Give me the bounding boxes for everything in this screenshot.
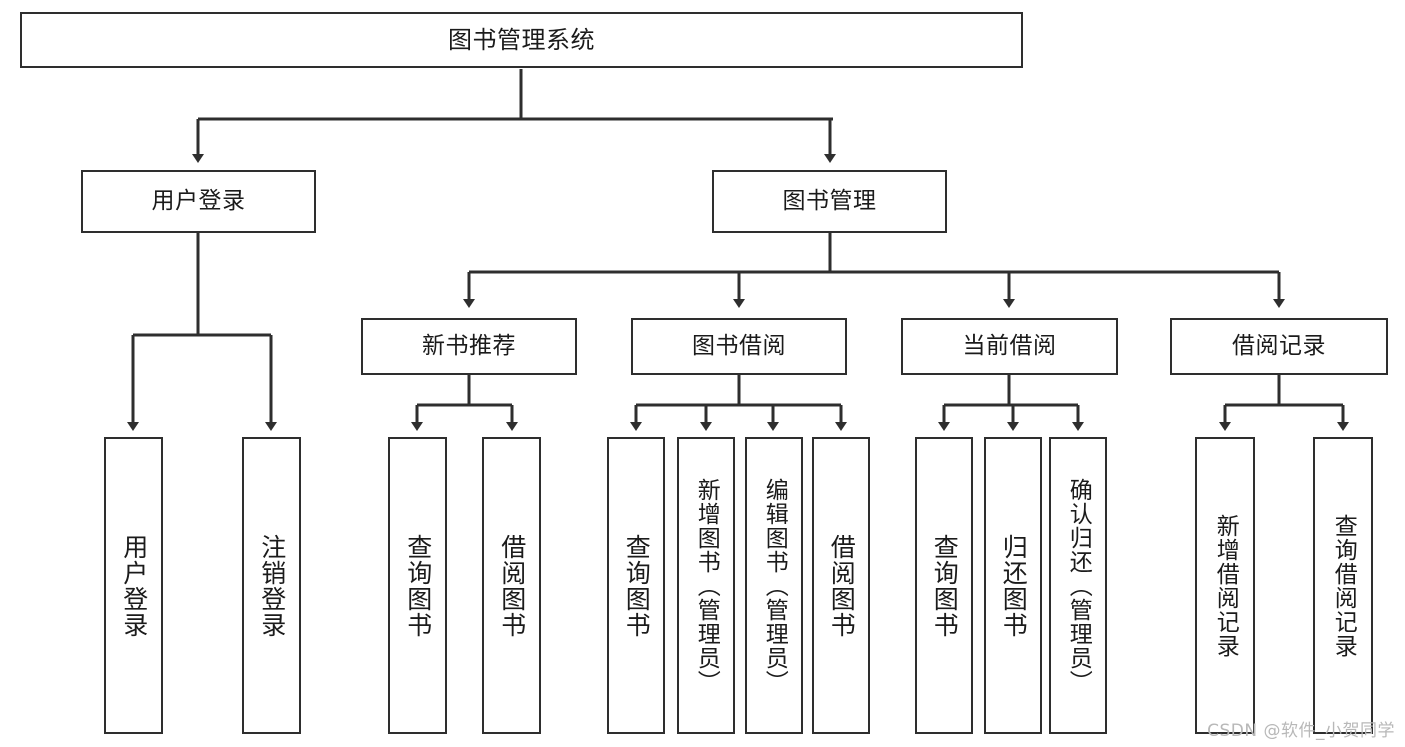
node-leaf-borrow-books-new[interactable]: 借阅图书 bbox=[482, 437, 541, 734]
csdn-watermark: CSDN @软件_小贺同学 bbox=[1207, 721, 1395, 741]
node-leaf-add-borrow-record[interactable]: 新增借阅记录 bbox=[1195, 437, 1255, 734]
node-label: 借阅图书 bbox=[497, 533, 527, 638]
node-label: 用户登录 bbox=[151, 187, 246, 214]
node-label: 查询图书 bbox=[930, 533, 960, 638]
node-new-book-recommendation[interactable]: 新书推荐 bbox=[361, 318, 577, 375]
node-leaf-query-books-current[interactable]: 查询图书 bbox=[915, 437, 973, 734]
node-label: 查询图书 bbox=[403, 533, 433, 638]
node-label: 图书借阅 bbox=[692, 332, 786, 359]
node-book-borrowing[interactable]: 图书借阅 bbox=[631, 318, 847, 375]
node-leaf-user-login[interactable]: 用户登录 bbox=[104, 437, 163, 734]
node-leaf-logout[interactable]: 注销登录 bbox=[242, 437, 301, 734]
node-leaf-edit-book-admin[interactable]: 编辑图书（管理员） bbox=[745, 437, 803, 734]
node-book-management[interactable]: 图书管理 bbox=[712, 170, 947, 233]
node-user-login[interactable]: 用户登录 bbox=[81, 170, 316, 233]
node-label: 借阅记录 bbox=[1232, 332, 1326, 359]
node-leaf-query-borrow-record[interactable]: 查询借阅记录 bbox=[1313, 437, 1373, 734]
node-leaf-add-book-admin[interactable]: 新增图书（管理员） bbox=[677, 437, 735, 734]
node-label: 当前借阅 bbox=[962, 332, 1057, 359]
node-borrow-records[interactable]: 借阅记录 bbox=[1170, 318, 1388, 375]
node-label: 新增图书（管理员） bbox=[693, 477, 720, 694]
node-leaf-borrow-books[interactable]: 借阅图书 bbox=[812, 437, 870, 734]
node-label: 图书管理系统 bbox=[448, 25, 595, 54]
node-label: 借阅图书 bbox=[827, 533, 857, 638]
node-label: 图书管理 bbox=[782, 187, 877, 214]
node-label: 用户登录 bbox=[119, 533, 149, 638]
node-label: 查询图书 bbox=[622, 533, 652, 638]
node-root-book-management-system[interactable]: 图书管理系统 bbox=[20, 12, 1023, 68]
node-label: 归还图书 bbox=[999, 533, 1029, 638]
node-leaf-query-books-new[interactable]: 查询图书 bbox=[388, 437, 447, 734]
node-leaf-confirm-return-admin[interactable]: 确认归还（管理员） bbox=[1049, 437, 1107, 734]
node-label: 确认归还（管理员） bbox=[1065, 477, 1092, 694]
node-label: 新增借阅记录 bbox=[1212, 513, 1239, 658]
node-label: 注销登录 bbox=[257, 533, 287, 638]
node-label: 新书推荐 bbox=[422, 332, 516, 359]
node-leaf-return-books[interactable]: 归还图书 bbox=[984, 437, 1042, 734]
node-current-borrowing[interactable]: 当前借阅 bbox=[901, 318, 1118, 375]
node-leaf-query-books-borrow[interactable]: 查询图书 bbox=[607, 437, 665, 734]
node-label: 查询借阅记录 bbox=[1330, 513, 1357, 658]
node-label: 编辑图书（管理员） bbox=[761, 477, 788, 694]
